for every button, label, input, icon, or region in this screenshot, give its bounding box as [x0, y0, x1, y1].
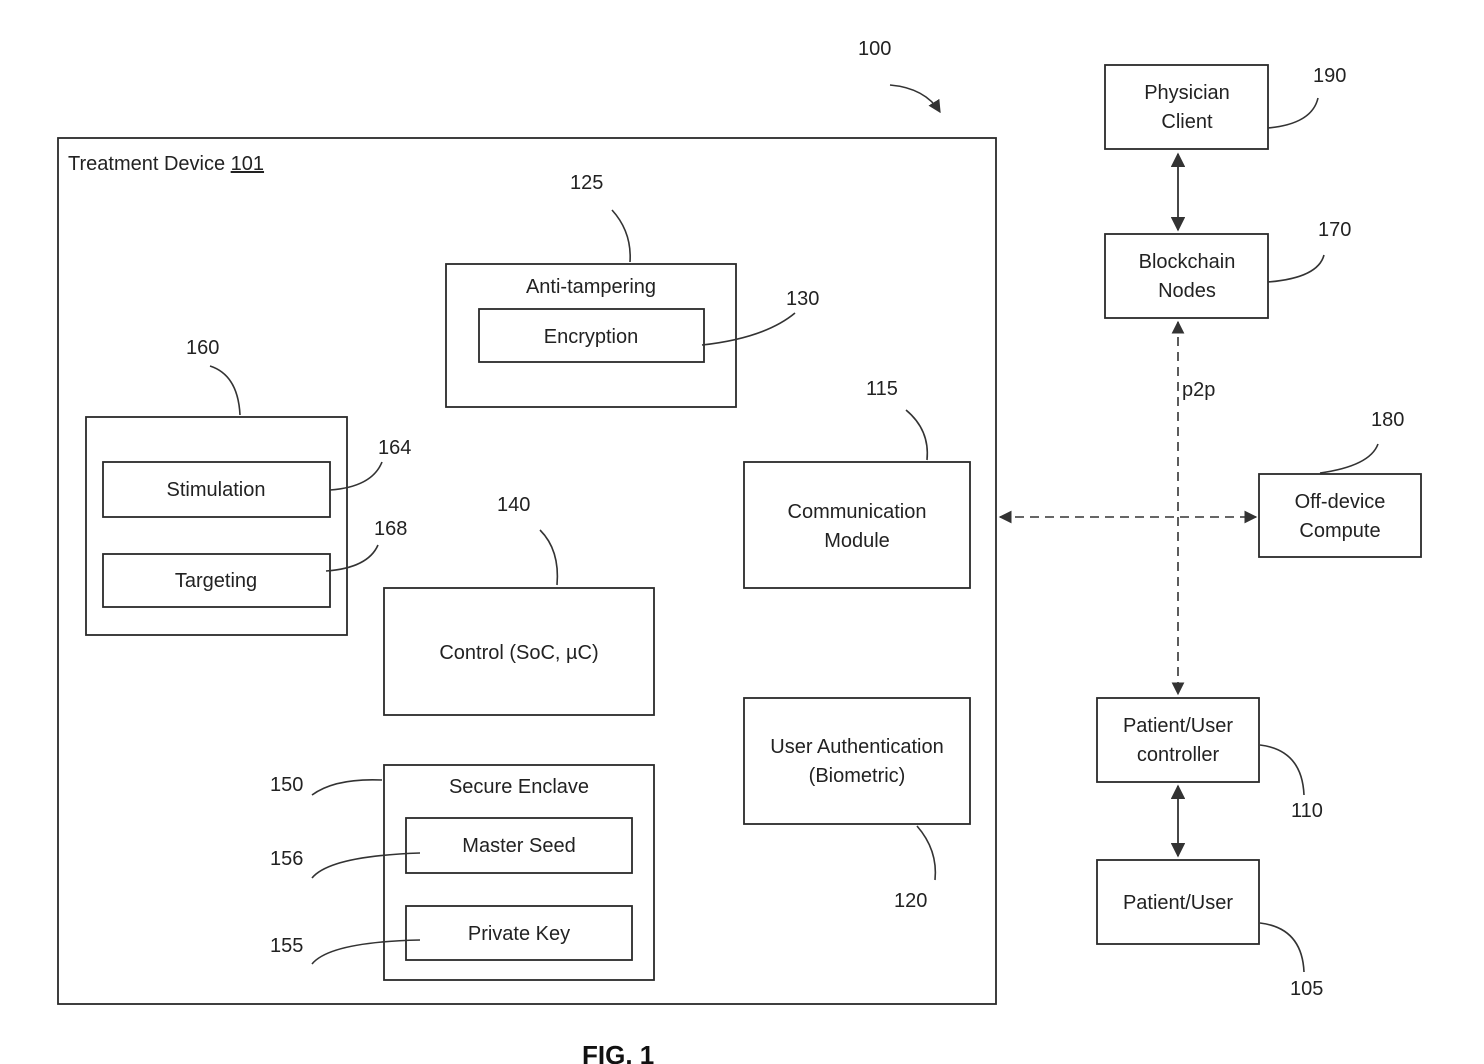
patient-controller-line2: controller	[1137, 744, 1220, 766]
control-label: Control (SoC, µC)	[439, 642, 598, 664]
physician-client-line1: Physician	[1144, 82, 1230, 104]
patient-controller-box	[1097, 698, 1259, 782]
off-device-compute-line1: Off-device	[1295, 491, 1386, 513]
user-authentication-box	[744, 698, 970, 824]
communication-module-line2: Module	[824, 530, 890, 552]
off-device-compute-ref: 180	[1371, 409, 1404, 431]
physician-client-box	[1105, 65, 1268, 149]
patient-controller-leader	[1260, 745, 1304, 795]
p2p-label: p2p	[1182, 379, 1215, 401]
blockchain-nodes-line2: Nodes	[1158, 280, 1216, 302]
physician-client-line2: Client	[1161, 111, 1213, 133]
patient-user-ref: 105	[1290, 978, 1323, 1000]
off-device-compute-line2: Compute	[1299, 520, 1380, 542]
treatment-device-label: Treatment Device 101	[68, 153, 264, 175]
anti-tampering-label: Anti-tampering	[526, 276, 656, 298]
physician-client-ref: 190	[1313, 65, 1346, 87]
figure-ref: 100	[858, 38, 891, 60]
stimulation-label: Stimulation	[167, 479, 266, 501]
communication-module-line1: Communication	[788, 501, 927, 523]
user-authentication-line1: User Authentication	[770, 736, 943, 758]
blockchain-nodes-leader	[1268, 255, 1324, 282]
stimulation-ref: 164	[378, 437, 411, 459]
user-authentication-line2: (Biometric)	[809, 765, 906, 787]
master-seed-ref: 156	[270, 848, 303, 870]
figure-ref-arrow	[890, 85, 940, 112]
encryption-label: Encryption	[544, 326, 639, 348]
group-160-ref: 160	[186, 337, 219, 359]
blockchain-nodes-box	[1105, 234, 1268, 318]
control-ref: 140	[497, 494, 530, 516]
communication-module-box	[744, 462, 970, 588]
private-key-label: Private Key	[468, 923, 570, 945]
patient-controller-line1: Patient/User	[1123, 715, 1233, 737]
targeting-ref: 168	[374, 518, 407, 540]
private-key-ref: 155	[270, 935, 303, 957]
physician-client-leader	[1268, 98, 1318, 128]
anti-tampering-ref: 125	[570, 172, 603, 194]
blockchain-nodes-line1: Blockchain	[1139, 251, 1236, 273]
blockchain-nodes-ref: 170	[1318, 219, 1351, 241]
patient-user-label: Patient/User	[1123, 892, 1233, 914]
communication-module-ref: 115	[866, 378, 898, 400]
encryption-ref: 130	[786, 288, 819, 310]
off-device-compute-leader	[1320, 444, 1378, 473]
user-authentication-ref: 120	[894, 890, 927, 912]
targeting-label: Targeting	[175, 570, 257, 592]
off-device-compute-box	[1259, 474, 1421, 557]
patient-controller-ref: 110	[1291, 800, 1323, 822]
secure-enclave-label: Secure Enclave	[449, 776, 589, 798]
secure-enclave-ref: 150	[270, 774, 303, 796]
figure-caption: FIG. 1	[582, 1040, 654, 1064]
master-seed-label: Master Seed	[462, 835, 575, 857]
patient-user-leader	[1260, 923, 1304, 972]
